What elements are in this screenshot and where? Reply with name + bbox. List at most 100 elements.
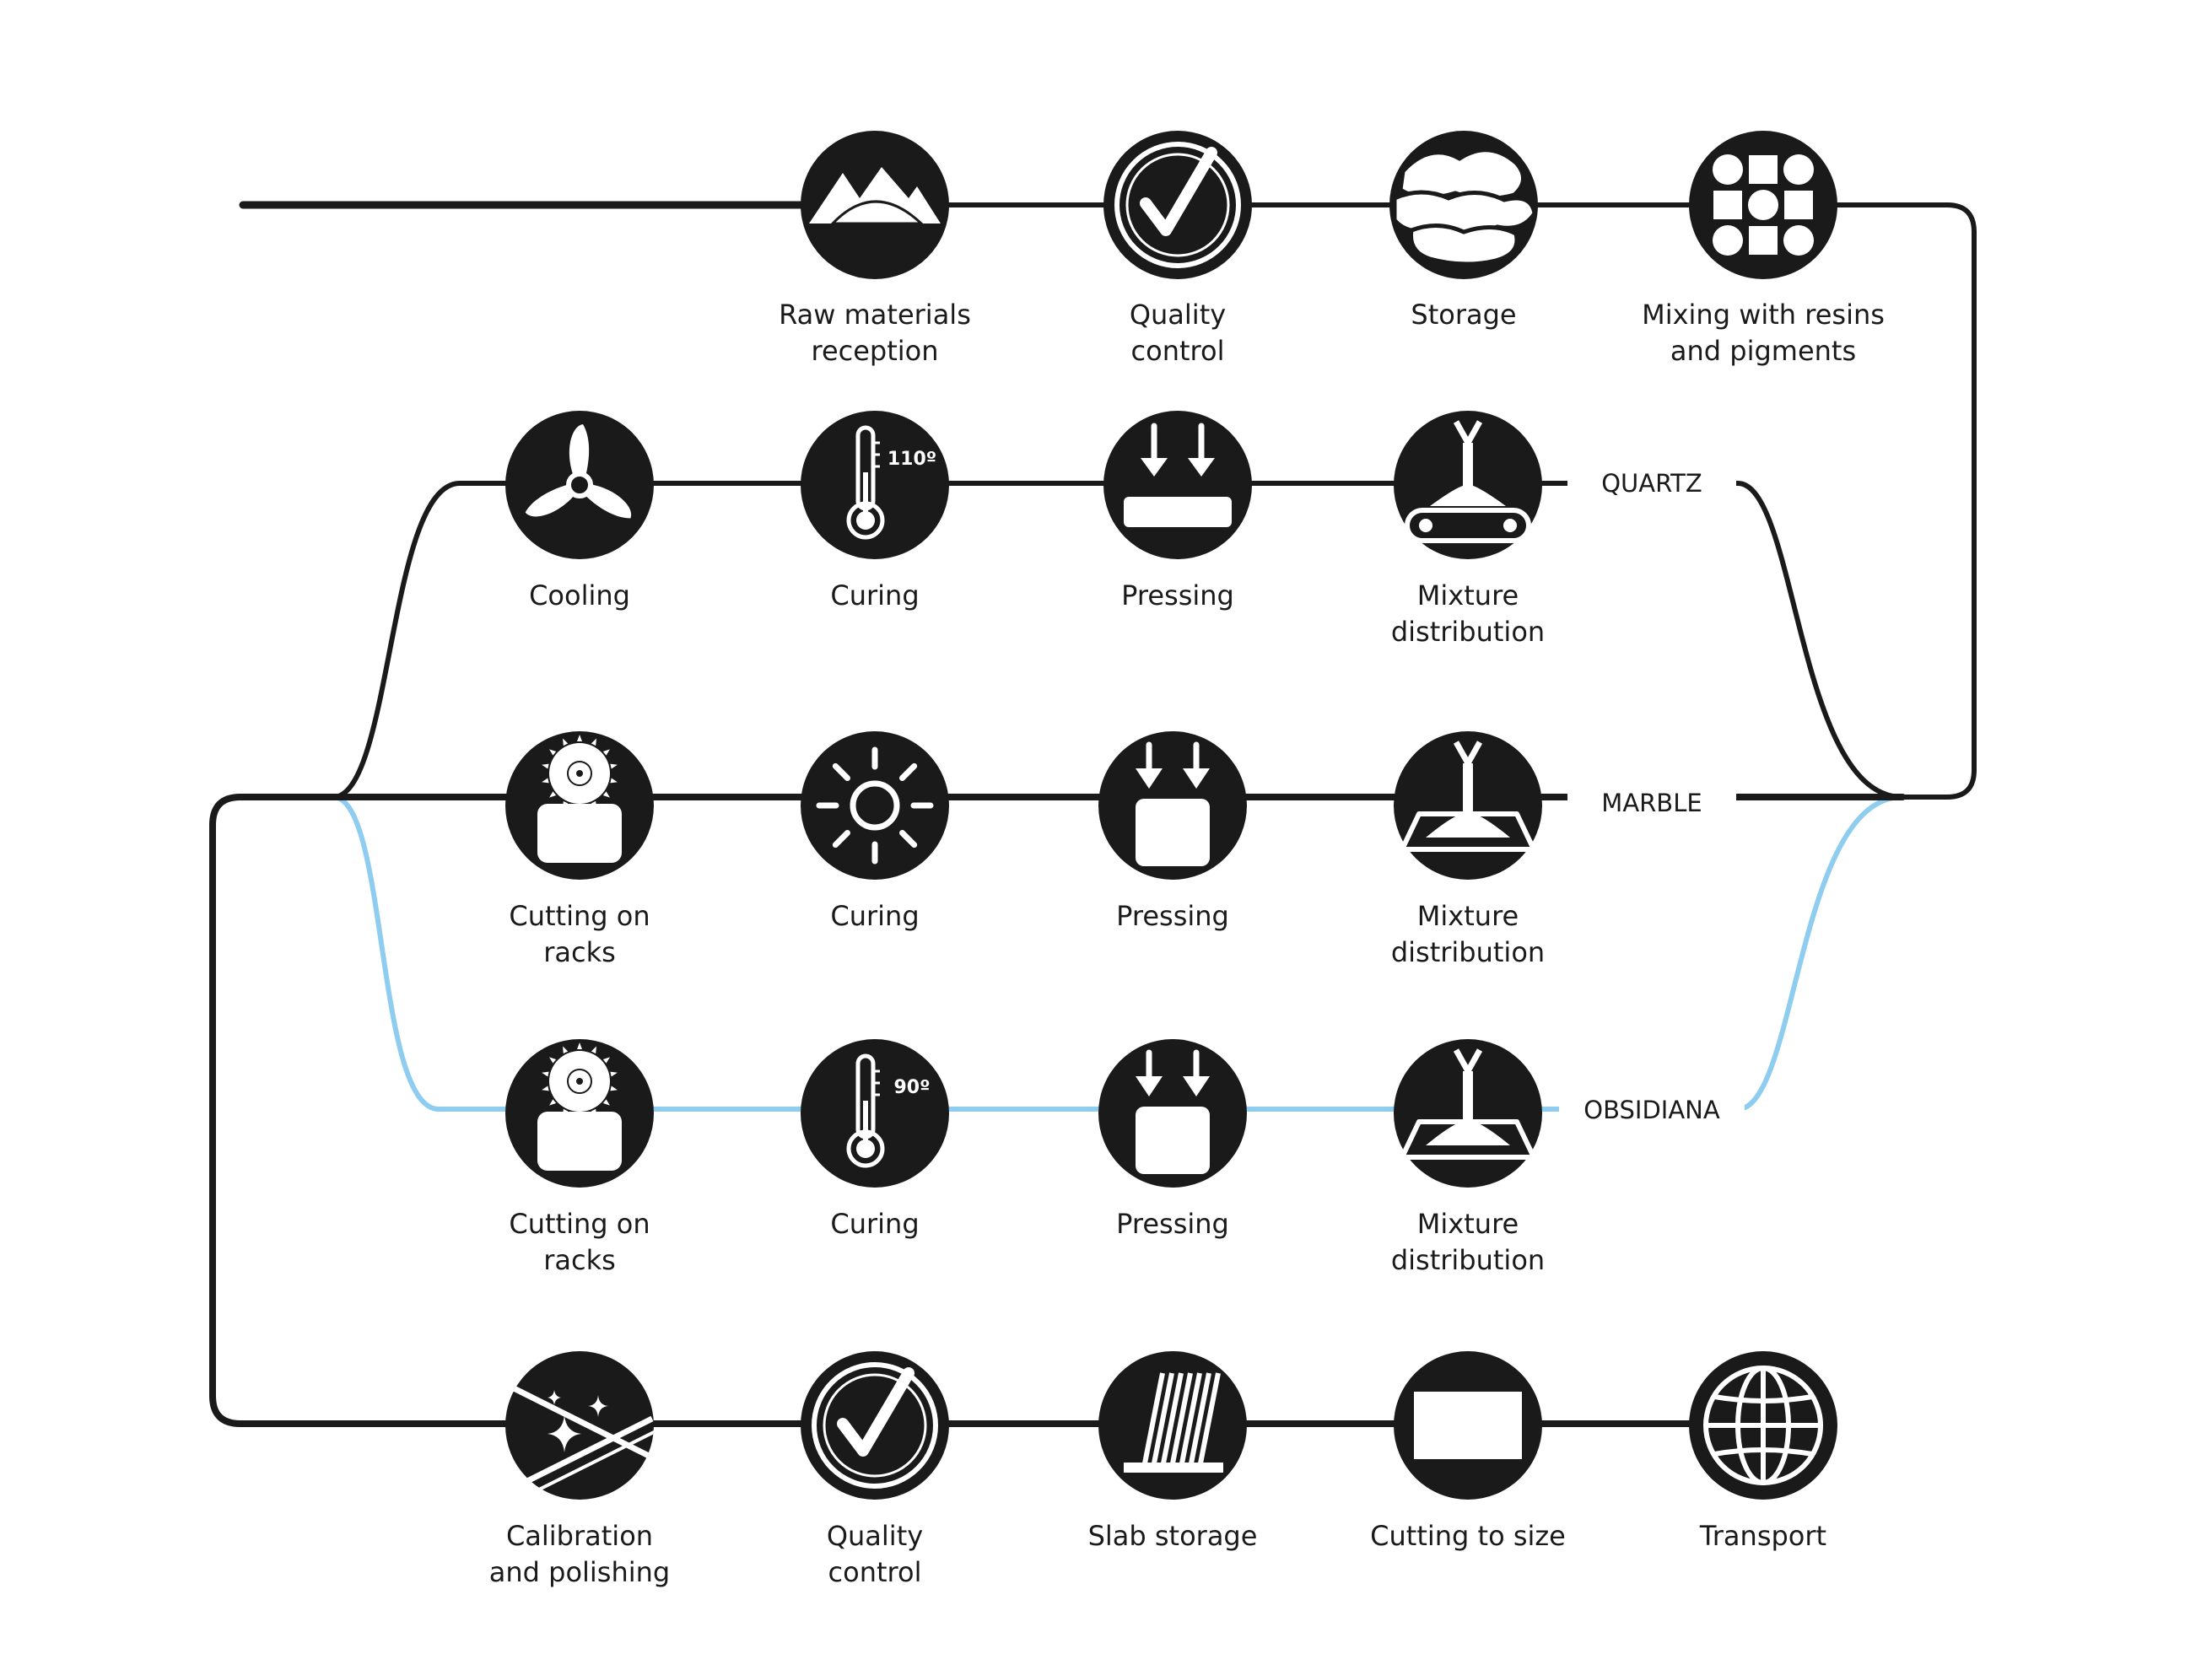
label-line: Cutting on xyxy=(509,900,650,932)
press-block-icon xyxy=(1136,741,1210,866)
label-line: Transport xyxy=(1699,1520,1827,1552)
quartz-step-2-label: Curing xyxy=(740,578,1010,614)
intake-flow-line xyxy=(807,202,1977,800)
quartz-step-3 xyxy=(1103,411,1252,559)
route-label-obsidiana: OBSIDIANA xyxy=(1559,1095,1745,1125)
label-line: distribution xyxy=(1390,616,1546,648)
check-badge-icon xyxy=(812,1362,938,1489)
curing-temperature: 110º xyxy=(887,449,936,470)
press-flat-icon xyxy=(1124,423,1232,527)
label-line: Cooling xyxy=(529,579,630,611)
finishing-step-2-label: Quality control xyxy=(740,1518,1010,1591)
label-line: Calibration xyxy=(505,1520,654,1552)
finishing-step-2 xyxy=(801,1351,949,1500)
marble-step-2 xyxy=(801,731,949,880)
press-block-icon xyxy=(1136,1049,1210,1174)
mountains-icon xyxy=(809,167,941,225)
slab-rack-icon xyxy=(1124,1372,1223,1473)
marble-step-1-label: Cutting on racks xyxy=(445,898,715,971)
label-line: and polishing xyxy=(488,1556,671,1588)
marble-step-4 xyxy=(1394,731,1542,880)
polish-sparkle-icon xyxy=(509,1383,658,1493)
label-line: Quality xyxy=(1129,299,1227,331)
obsidiana-step-1 xyxy=(505,1039,654,1188)
label-line: Curing xyxy=(830,579,920,611)
mold-distributor-icon xyxy=(1400,741,1536,852)
obsidiana-step-4 xyxy=(1394,1039,1542,1188)
grid-mix-icon xyxy=(1713,154,1814,256)
cut-rectangle-icon xyxy=(1414,1392,1522,1459)
finishing-step-4-label: Cutting to size xyxy=(1333,1518,1603,1554)
finishing-step-5-label: Transport xyxy=(1628,1518,1898,1554)
intake-step-2-label: Quality control xyxy=(1043,297,1313,369)
marble-step-1 xyxy=(505,731,654,880)
finishing-step-3 xyxy=(1098,1351,1247,1500)
label-line: control xyxy=(828,1556,922,1588)
label-line: Curing xyxy=(830,900,920,932)
route-label-marble: MARBLE xyxy=(1567,788,1736,818)
intake-step-3-label: Storage xyxy=(1329,297,1599,333)
curing-temperature: 90º xyxy=(893,1077,930,1098)
intake-step-3 xyxy=(1389,131,1538,279)
finishing-step-5 xyxy=(1689,1351,1837,1500)
sun-icon xyxy=(816,746,934,865)
intake-step-1 xyxy=(801,131,949,279)
label-line: control xyxy=(1130,335,1225,367)
label-line: Quality xyxy=(826,1520,924,1552)
process-nodes: 110º 90 xyxy=(505,131,1837,1500)
finishing-step-4 xyxy=(1394,1351,1542,1500)
label-line: Pressing xyxy=(1121,579,1234,611)
label-line: Mixture xyxy=(1416,900,1519,932)
label-line: Pressing xyxy=(1116,900,1229,932)
marble-flow-line xyxy=(209,794,1906,1427)
fan-icon xyxy=(525,424,632,519)
label-line: Slab storage xyxy=(1087,1520,1258,1552)
route-label-quartz: QUARTZ xyxy=(1567,468,1736,498)
finishing-step-1-label: Calibration and polishing xyxy=(445,1518,715,1591)
thermometer-icon: 110º xyxy=(846,425,936,540)
label-line: distribution xyxy=(1390,936,1546,968)
label-line: and pigments xyxy=(1670,335,1857,367)
label-line: reception xyxy=(811,335,939,367)
flow-lines xyxy=(209,201,1977,1427)
obsidiana-step-3 xyxy=(1098,1039,1247,1188)
label-line: Mixing with resins xyxy=(1642,299,1885,331)
quartz-step-4 xyxy=(1394,411,1542,559)
intake-step-2 xyxy=(1103,131,1252,279)
label-line: Mixture xyxy=(1416,1208,1519,1240)
finishing-step-3-label: Slab storage xyxy=(1038,1518,1308,1554)
check-badge-icon xyxy=(1114,142,1241,268)
label-line: Cutting on xyxy=(509,1208,650,1240)
marble-step-3-label: Pressing xyxy=(1038,898,1308,935)
mold-distributor-icon xyxy=(1400,1048,1536,1160)
marble-step-3 xyxy=(1098,731,1247,880)
finishing-step-1 xyxy=(505,1351,658,1500)
label-line: Cutting to size xyxy=(1370,1520,1566,1552)
quartz-step-4-label: Mixture distribution xyxy=(1333,578,1603,650)
obsidiana-step-2-label: Curing xyxy=(740,1206,1010,1242)
obsidiana-step-3-label: Pressing xyxy=(1038,1206,1308,1242)
intake-step-4-label: Mixing with resins and pigments xyxy=(1628,297,1898,369)
label-line: distribution xyxy=(1390,1244,1546,1276)
label-line: racks xyxy=(543,1244,616,1276)
label-line: Pressing xyxy=(1116,1208,1229,1240)
quartz-flow-line xyxy=(331,481,1905,800)
label-line: Mixture xyxy=(1416,579,1519,611)
obsidiana-step-4-label: Mixture distribution xyxy=(1333,1206,1603,1279)
label-line: racks xyxy=(543,936,616,968)
label-line: Curing xyxy=(830,1208,920,1240)
thermometer-icon: 90º xyxy=(846,1053,931,1168)
label-line: Raw materials xyxy=(779,299,971,331)
obsidiana-step-2: 90º xyxy=(801,1039,949,1188)
obsidiana-step-1-label: Cutting on racks xyxy=(445,1206,715,1279)
marble-step-4-label: Mixture distribution xyxy=(1333,898,1603,971)
globe-icon xyxy=(1703,1366,1823,1485)
intake-step-1-label: Raw materials reception xyxy=(740,297,1010,369)
saw-block-icon xyxy=(537,735,622,863)
conveyor-distributor-icon xyxy=(1405,420,1531,543)
intake-step-4 xyxy=(1689,131,1837,279)
quartz-step-2: 110º xyxy=(801,411,949,559)
quartz-step-1-label: Cooling xyxy=(445,578,715,614)
stone-pile-icon xyxy=(1392,148,1537,267)
